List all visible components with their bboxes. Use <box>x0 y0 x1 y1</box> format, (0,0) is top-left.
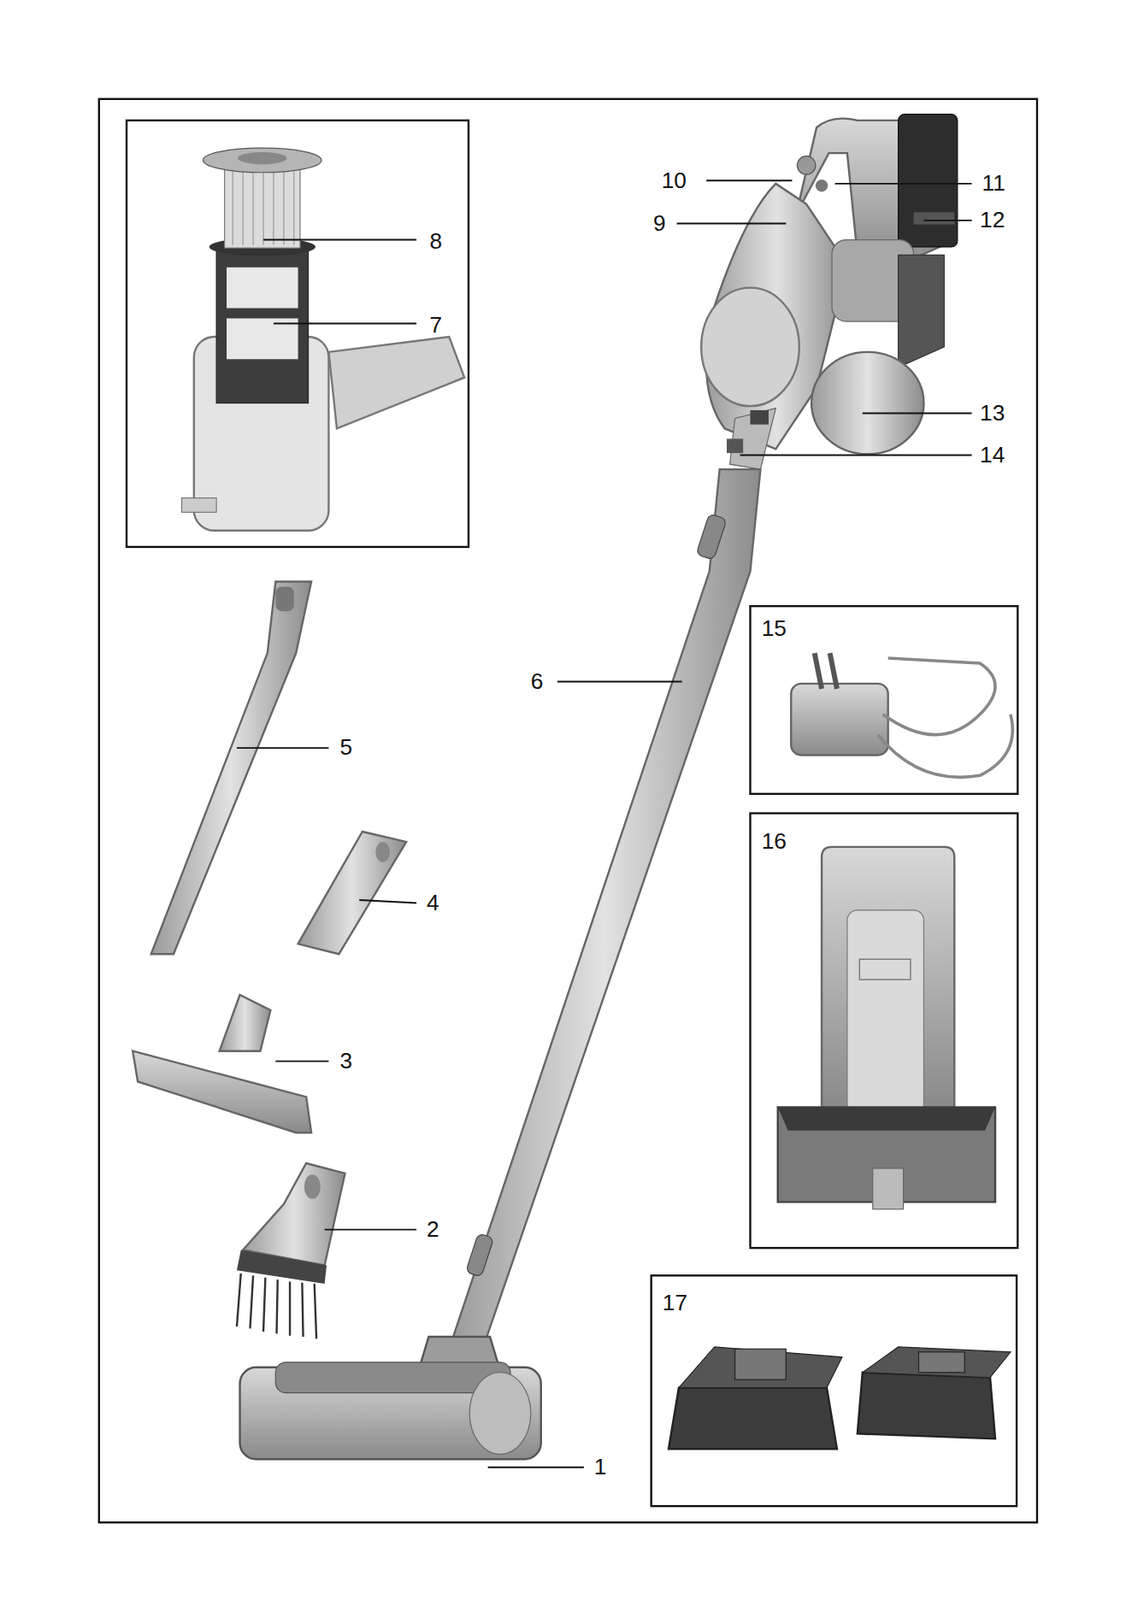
callout-number: 14 <box>979 442 1005 469</box>
panel-box: 87 <box>125 119 470 549</box>
callout-number: 5 <box>340 735 354 762</box>
callout-number: 8 <box>430 228 443 255</box>
callout-number: 13 <box>979 400 1005 427</box>
callout-number: 9 <box>653 210 667 237</box>
callout-number: 6 <box>530 668 544 696</box>
callout-number: 17 <box>662 1290 688 1317</box>
callout-number: 2 <box>426 1216 440 1244</box>
callout-number: 12 <box>979 206 1005 234</box>
callout-number: 16 <box>761 828 787 855</box>
callout-number: 3 <box>340 1048 354 1075</box>
callout-number: 11 <box>982 170 1006 197</box>
callout-number: 10 <box>661 167 687 195</box>
panel-box: 15 <box>748 605 1019 796</box>
callout-number: 7 <box>430 312 443 339</box>
callout-number: 1 <box>594 1454 608 1481</box>
callout-number: 4 <box>426 890 440 917</box>
panel-box: 16 <box>748 812 1019 1250</box>
panel-box: 17 <box>649 1274 1018 1508</box>
callout-number: 15 <box>761 615 787 643</box>
